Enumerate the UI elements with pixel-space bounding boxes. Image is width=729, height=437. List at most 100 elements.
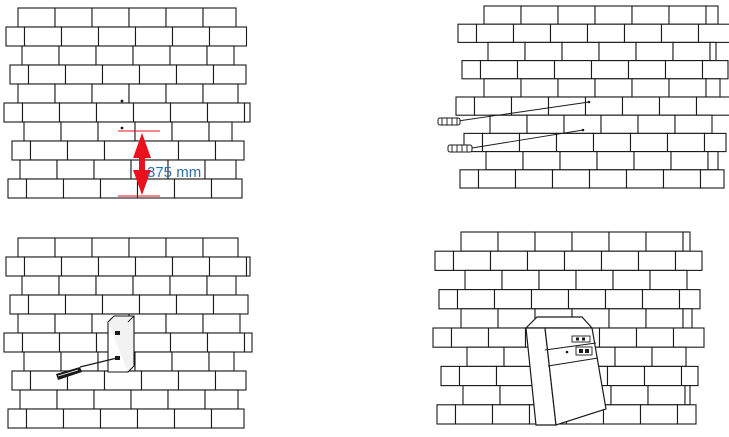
brick xyxy=(91,237,130,258)
brick-wall-top-left xyxy=(3,7,251,199)
brick xyxy=(596,151,635,171)
brick xyxy=(23,351,62,372)
brick xyxy=(136,408,176,429)
brick xyxy=(666,132,706,153)
brick xyxy=(571,231,610,252)
brick xyxy=(210,408,245,429)
brick xyxy=(204,389,239,410)
brick xyxy=(627,60,667,80)
brick xyxy=(553,60,593,80)
brick xyxy=(674,250,703,271)
brick xyxy=(202,313,241,334)
brick xyxy=(206,332,246,353)
brick xyxy=(171,26,211,47)
brick xyxy=(678,289,701,310)
brick xyxy=(594,5,633,25)
brick xyxy=(56,389,95,410)
brick xyxy=(635,327,675,348)
brick xyxy=(173,178,213,199)
brick xyxy=(664,60,704,80)
brick xyxy=(651,346,687,367)
brick xyxy=(438,289,459,310)
brick xyxy=(462,385,501,406)
brick xyxy=(481,132,521,153)
brick xyxy=(512,23,552,43)
brick xyxy=(510,96,550,116)
brick xyxy=(645,231,684,252)
brick xyxy=(522,151,561,171)
brick xyxy=(171,351,210,372)
brick xyxy=(495,365,535,387)
brick xyxy=(461,60,482,80)
brick xyxy=(594,78,633,98)
brick xyxy=(169,102,209,123)
brick xyxy=(672,327,705,348)
brick xyxy=(499,385,538,406)
brick xyxy=(464,269,503,291)
brick xyxy=(497,308,536,329)
brick xyxy=(130,389,169,410)
brick xyxy=(586,23,626,43)
brick xyxy=(697,23,729,43)
brick xyxy=(93,389,132,410)
brick xyxy=(212,64,247,85)
brick xyxy=(54,7,93,28)
brick xyxy=(58,332,98,353)
brick xyxy=(489,250,529,271)
brick xyxy=(134,121,173,142)
brick xyxy=(668,78,707,98)
brick xyxy=(11,140,32,161)
brick xyxy=(621,96,661,116)
brick-wall-top-right xyxy=(455,5,729,189)
brick xyxy=(501,269,540,291)
brick xyxy=(497,231,536,252)
brick xyxy=(165,83,204,104)
brick xyxy=(625,169,665,189)
brick xyxy=(17,237,56,258)
brick xyxy=(660,23,700,43)
brick xyxy=(165,7,204,28)
brick xyxy=(530,289,570,310)
brick xyxy=(563,114,602,134)
brick xyxy=(707,151,719,171)
brick xyxy=(56,159,95,180)
brick xyxy=(629,132,669,153)
brick xyxy=(29,370,69,391)
battery-unit xyxy=(524,316,607,426)
brick xyxy=(60,351,99,372)
brick xyxy=(487,41,526,62)
brick xyxy=(128,7,167,28)
brick xyxy=(169,275,208,296)
brick xyxy=(27,64,67,85)
brick xyxy=(534,231,573,252)
brick xyxy=(66,140,106,161)
brick xyxy=(606,365,646,387)
brick xyxy=(623,23,663,43)
brick xyxy=(567,289,607,310)
brick xyxy=(134,351,173,372)
brick xyxy=(520,5,559,25)
brick xyxy=(7,178,28,199)
brick xyxy=(612,269,651,291)
brick xyxy=(206,102,246,123)
brick xyxy=(64,294,104,315)
brick xyxy=(676,404,697,425)
brick xyxy=(169,332,209,353)
brick xyxy=(674,114,713,134)
brick xyxy=(534,308,573,329)
brick xyxy=(643,365,683,387)
brick xyxy=(54,83,93,104)
brick xyxy=(210,178,243,199)
brick xyxy=(101,64,141,85)
brick xyxy=(130,159,169,180)
brick xyxy=(684,385,691,406)
brick xyxy=(563,250,603,271)
brick xyxy=(526,114,565,134)
brick xyxy=(434,250,455,271)
brick xyxy=(91,7,130,28)
brick xyxy=(463,132,484,153)
brick xyxy=(549,23,589,43)
brick xyxy=(99,408,139,429)
brick xyxy=(695,96,729,116)
brick xyxy=(214,370,247,391)
